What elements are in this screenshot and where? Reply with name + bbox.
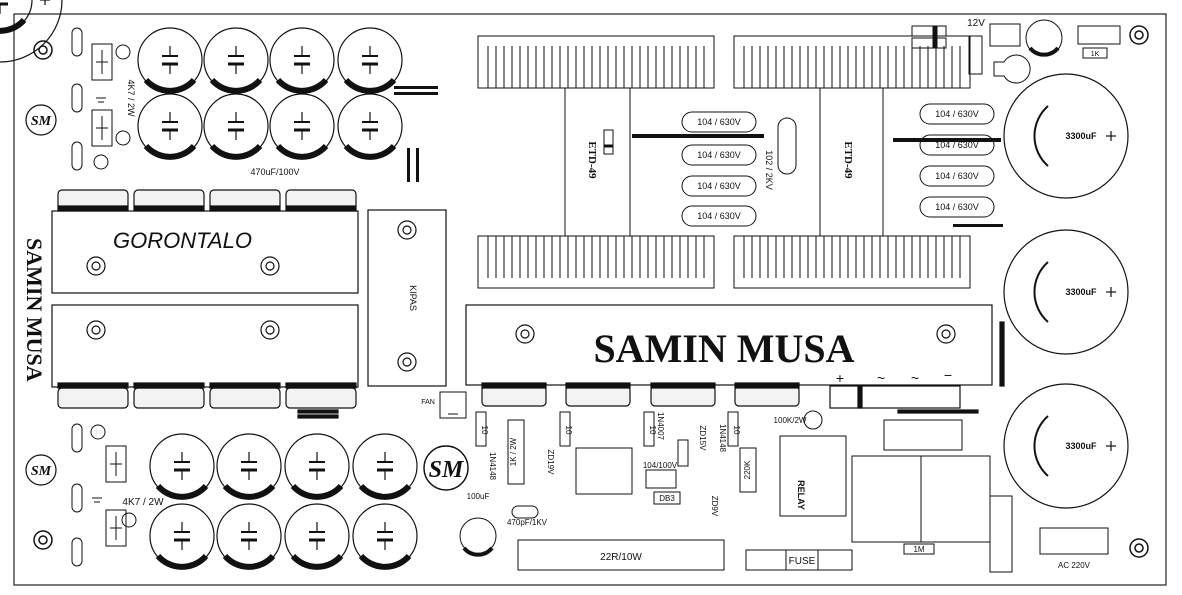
samin-vertical-label: SAMIN MUSA	[22, 238, 47, 382]
cap-104-f: 104 / 630V	[935, 140, 979, 150]
sm-logo-bottom-left: SM	[25, 454, 57, 486]
top-right-parts	[911, 19, 1121, 84]
transformer-etd-right	[733, 35, 971, 289]
in4148-b: 1N4148	[718, 424, 727, 453]
db3: DB3	[659, 494, 675, 503]
gorontalo-label: GORONTALO	[113, 228, 252, 253]
mounting-holes	[33, 25, 1149, 558]
r-10-c: 10	[648, 426, 657, 435]
r-10-b: 10	[564, 426, 573, 435]
cap-104-e: 104 / 630V	[935, 109, 979, 119]
bridge-minus: −	[944, 367, 952, 383]
r-10-d: 10	[732, 426, 741, 435]
kipas-label: KIPAS	[408, 285, 418, 311]
bridge-ac2: ~	[911, 370, 919, 386]
cap-104-h: 104 / 630V	[935, 202, 979, 212]
transformer-pins	[487, 46, 961, 278]
cap-102-label: 102 / 2KV	[764, 150, 774, 190]
r-1k-2w: 1K / 2W	[509, 437, 518, 466]
bridge-rectifier	[829, 321, 1005, 414]
r-1m: 1M	[913, 545, 924, 554]
etd-right-label: ETD-49	[842, 141, 854, 179]
cap-470-label: 470uF/100V	[250, 167, 299, 177]
relay-label: RELAY	[796, 480, 806, 510]
v12-label: 12V	[967, 18, 985, 29]
samin-center-label: SAMIN MUSA	[593, 326, 854, 371]
bridge-ac1: ~	[877, 370, 885, 386]
zd-15: ZD15V	[698, 426, 707, 452]
cap-104-b: 104 / 630V	[697, 150, 741, 160]
svg-text:SM: SM	[31, 114, 52, 129]
heatsink-center	[465, 304, 993, 407]
cap-470-array-bottom	[150, 434, 417, 568]
cap-104-g: 104 / 630V	[935, 171, 979, 181]
cap-104-d: 104 / 630V	[697, 211, 741, 221]
bars-mid	[632, 134, 1003, 227]
cap-3300-a: 3300uF	[1065, 131, 1097, 141]
svg-text:SM: SM	[429, 457, 465, 483]
cap-3300-b: 3300uF	[1065, 287, 1097, 297]
heatsink-left	[51, 189, 359, 419]
driver-parts	[459, 410, 1109, 573]
transformer-etd-left	[477, 35, 715, 289]
cap-3300-c: 3300uF	[1065, 441, 1097, 451]
svg-text:SM: SM	[31, 464, 52, 479]
fan-label: FAN	[421, 399, 435, 406]
zd-9: ZD9V	[710, 496, 719, 517]
res-4k7-top-label: 4K7 / 2W	[126, 79, 136, 117]
r-22r-label: 22R/10W	[600, 552, 642, 563]
diode-etd	[603, 129, 614, 155]
res-100k: 100K/2W	[774, 416, 807, 425]
r-1k-top: 1K	[1091, 51, 1100, 58]
sm-logo-top-left: SM	[25, 104, 57, 136]
etd-left-label: ETD-49	[586, 141, 598, 179]
kipas-fan-block	[367, 209, 447, 387]
cap-3300-array	[0, 0, 1129, 509]
board-outline	[13, 13, 1167, 586]
cap-470pf: 470pF/1KV	[507, 518, 548, 527]
cap-104-a: 104 / 630V	[697, 117, 741, 127]
sm-logo-center: SM	[423, 445, 469, 491]
zd-19: ZD19V	[546, 450, 555, 476]
cap-470-array-top	[0, 0, 402, 158]
top-left-filter	[71, 27, 131, 171]
ac-label: AC 220V	[1058, 561, 1091, 570]
in4148-a: 1N4148	[488, 452, 497, 481]
fan-connector	[439, 391, 467, 419]
bottom-left-filter	[71, 423, 137, 567]
bridge-plus: +	[836, 370, 844, 386]
r-10-a: 10	[480, 426, 489, 435]
fuse-label: FUSE	[789, 556, 816, 567]
r-220k: 220K	[743, 460, 752, 479]
res-4k7-bot-label: 4K7 / 2W	[122, 497, 164, 508]
cap-104-array	[681, 103, 995, 227]
bars-top	[394, 86, 438, 182]
in4007: 1N4007	[656, 412, 665, 441]
cap-104-c: 104 / 630V	[697, 181, 741, 191]
cap-104-100v: 104/100V	[643, 461, 678, 470]
cap-100uf: 100uF	[467, 492, 490, 501]
